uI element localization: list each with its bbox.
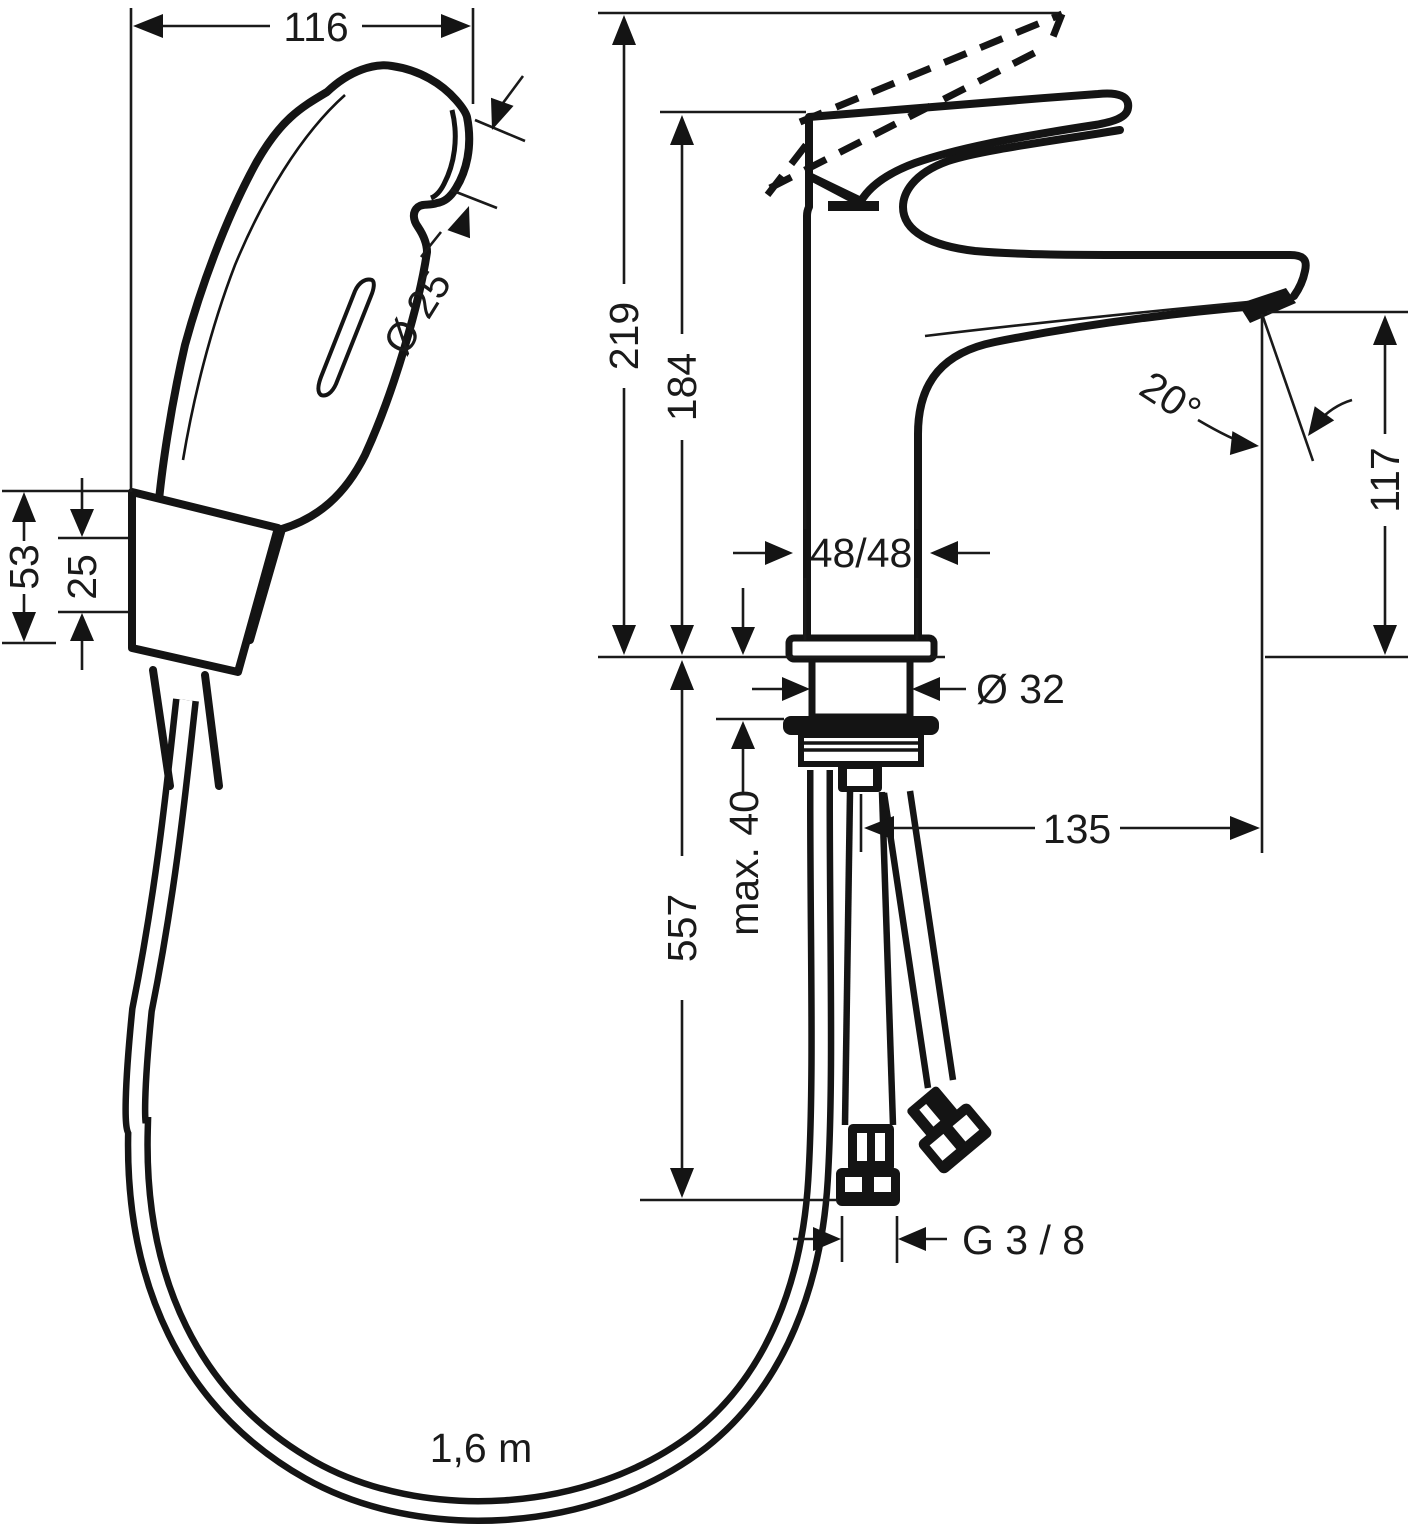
supply-hose-a-right [878,791,897,1126]
dim-48-48: 48/48 [733,500,990,640]
dim-184-label: 184 [659,353,705,421]
spray-face-band [429,109,458,201]
mixer-body [783,89,1310,852]
spout-outlet [1238,288,1296,323]
supply-connector-a [836,1124,900,1206]
supply-hose-b-right [906,790,957,1081]
dim-116: 116 [133,4,471,50]
dim-g38: G 3 / 8 [793,1216,1085,1263]
hand-spray [149,61,474,790]
dim-184: 184 [659,115,705,655]
shank [808,655,914,721]
supply-hose-a-left [841,791,854,1126]
spout-underside [914,302,1260,644]
supply-hose-b-left [880,792,932,1089]
handle-slit [316,277,376,398]
dim-48-label: 48/48 [810,530,913,576]
wand-highlight-line [181,94,346,461]
dim-219-label: 219 [601,302,647,370]
dim-135-label: 135 [1043,806,1111,852]
spout-inner-line [924,300,1249,338]
supply-connector-b [907,1086,992,1174]
dim-117: 117 [1362,315,1408,655]
spray-wand-outline [155,61,474,654]
body-bevel [805,172,868,209]
dim-holder: 53 25 [1,478,105,670]
lever-handle [805,89,1133,205]
lever-handle-raised [759,10,1066,205]
wand-end-right-line [201,671,223,790]
wand-end-left-line [149,666,174,790]
hose-fitting-window [847,769,873,786]
dim-dia32-label: Ø 32 [976,666,1065,712]
dim-117-label: 117 [1362,447,1408,512]
dim-max40-label: max. 40 [721,790,767,936]
shower-hose-loop [122,698,835,1524]
dim-557: 557 [659,660,705,1198]
dim-135: 135 [864,806,1260,852]
dim-557-label: 557 [659,894,705,962]
reference-lines [2,8,1408,1202]
dim-max40: max. 40 [721,588,767,936]
dim-219: 219 [601,15,647,655]
dim-116-label: 116 [283,4,348,50]
dim-g38-label: G 3 / 8 [962,1217,1085,1263]
spout-top-curve [899,126,1310,300]
dim-53-label: 53 [1,544,47,590]
washer-flange [783,716,939,735]
water-stream-line [1260,313,1315,462]
supply-hoses [836,790,992,1206]
hose-length-label: 1,6 m [430,1425,533,1471]
dim-25-label: 25 [59,554,105,600]
spray-holder [128,488,282,676]
body-left-edge [803,172,813,644]
dim-20deg: 20° [1132,362,1353,456]
dim-32: Ø 32 [752,666,1065,712]
dim-20deg-label: 20° [1132,362,1209,434]
